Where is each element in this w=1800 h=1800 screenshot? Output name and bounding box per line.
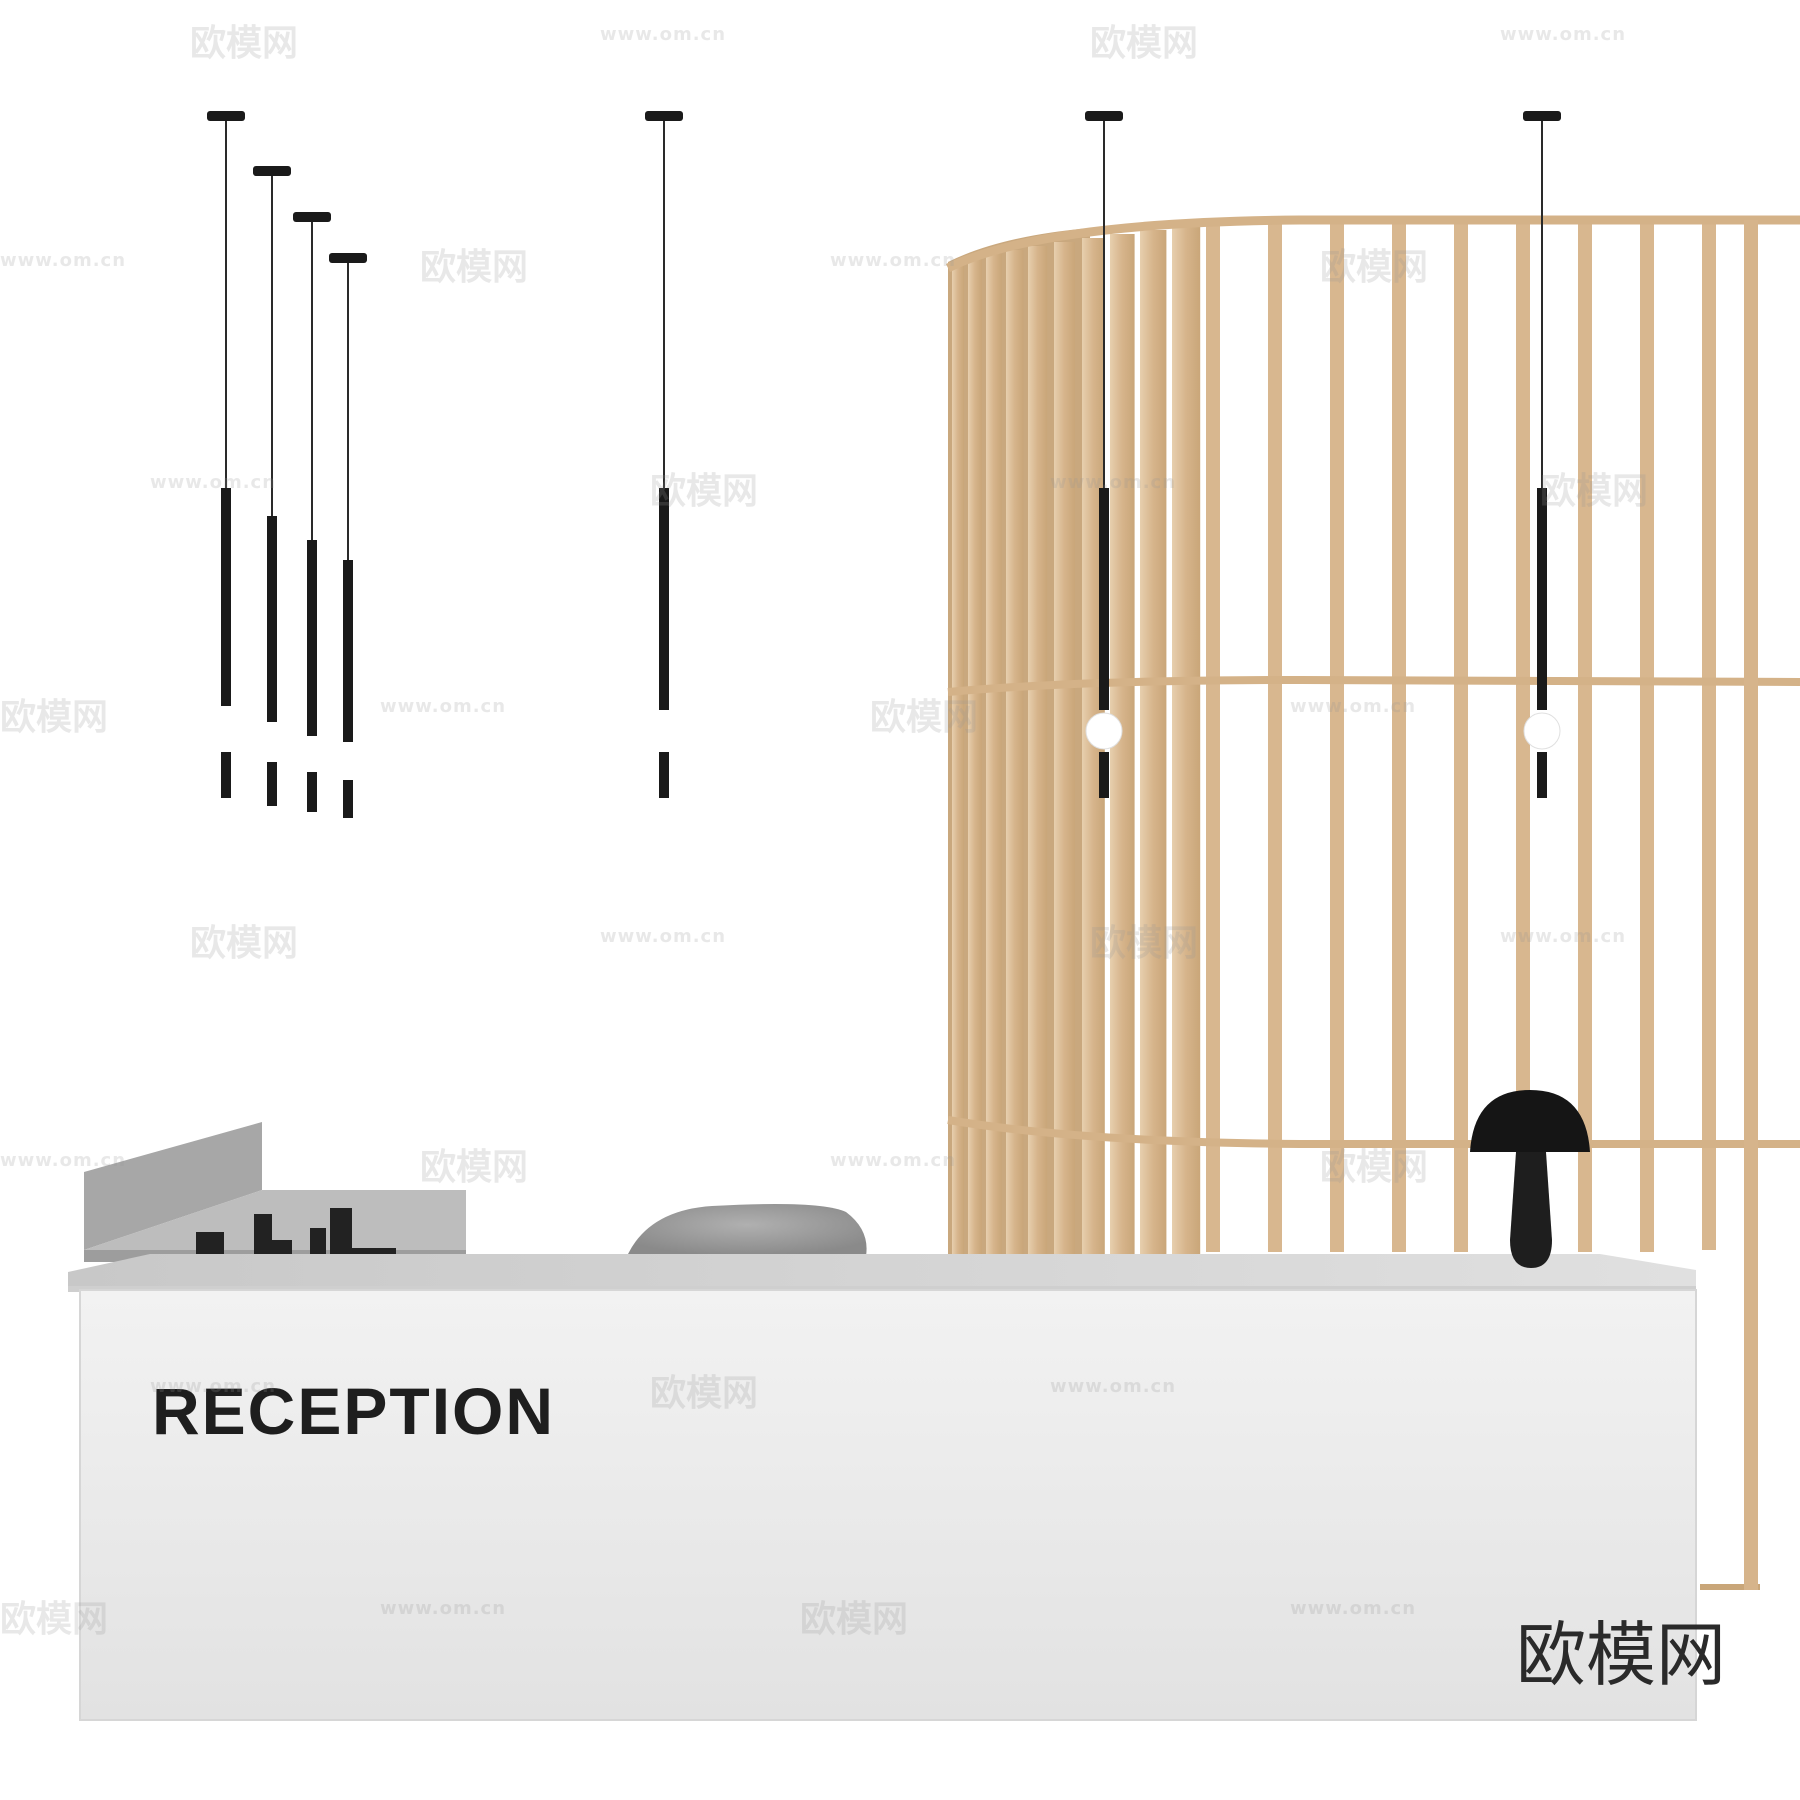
wood-slat — [968, 258, 982, 1254]
reception-sign-text: RECEPTION — [152, 1374, 556, 1448]
wood-slat — [1578, 222, 1592, 1252]
wood-slat — [1702, 222, 1716, 1252]
wood-slat — [1516, 222, 1530, 1252]
wood-slat — [1268, 222, 1282, 1252]
pendant-light — [1085, 111, 1123, 798]
wood-slat — [1028, 246, 1048, 1254]
chair-back — [628, 1204, 867, 1256]
privacy-panel-side — [84, 1190, 466, 1250]
pendant-light — [329, 253, 367, 818]
pendant-light — [253, 166, 291, 806]
pendant-light — [293, 212, 331, 812]
wood-slat — [1206, 222, 1220, 1252]
wood-slat — [1172, 226, 1201, 1254]
pendant-lights — [207, 111, 1561, 818]
wood-slat — [986, 254, 1002, 1254]
wood-slat — [1640, 222, 1654, 1252]
screen-base-rail — [1700, 1584, 1760, 1590]
wood-slat — [1454, 222, 1468, 1252]
pendant-light — [645, 111, 683, 798]
screen-middle-rail — [947, 675, 1800, 696]
screen-top-rail — [945, 215, 1800, 273]
mushroom-table-lamp — [1470, 1090, 1590, 1268]
pendant-light — [207, 111, 245, 798]
screen-right-post — [1744, 220, 1758, 1590]
wood-slat — [952, 262, 964, 1254]
wood-slat — [1006, 250, 1024, 1254]
wood-slat — [1330, 222, 1344, 1252]
wood-slat — [1140, 230, 1167, 1254]
wood-slat — [1392, 222, 1406, 1252]
wood-slat — [1054, 242, 1075, 1254]
brand-watermark-logo: 欧模网 — [1516, 1614, 1726, 1696]
reception-desk — [79, 1289, 1697, 1721]
screen-lower-rail — [947, 1116, 1800, 1148]
pendant-light — [1523, 111, 1561, 798]
counter-top — [68, 1254, 1696, 1292]
privacy-panel-back — [84, 1122, 262, 1250]
